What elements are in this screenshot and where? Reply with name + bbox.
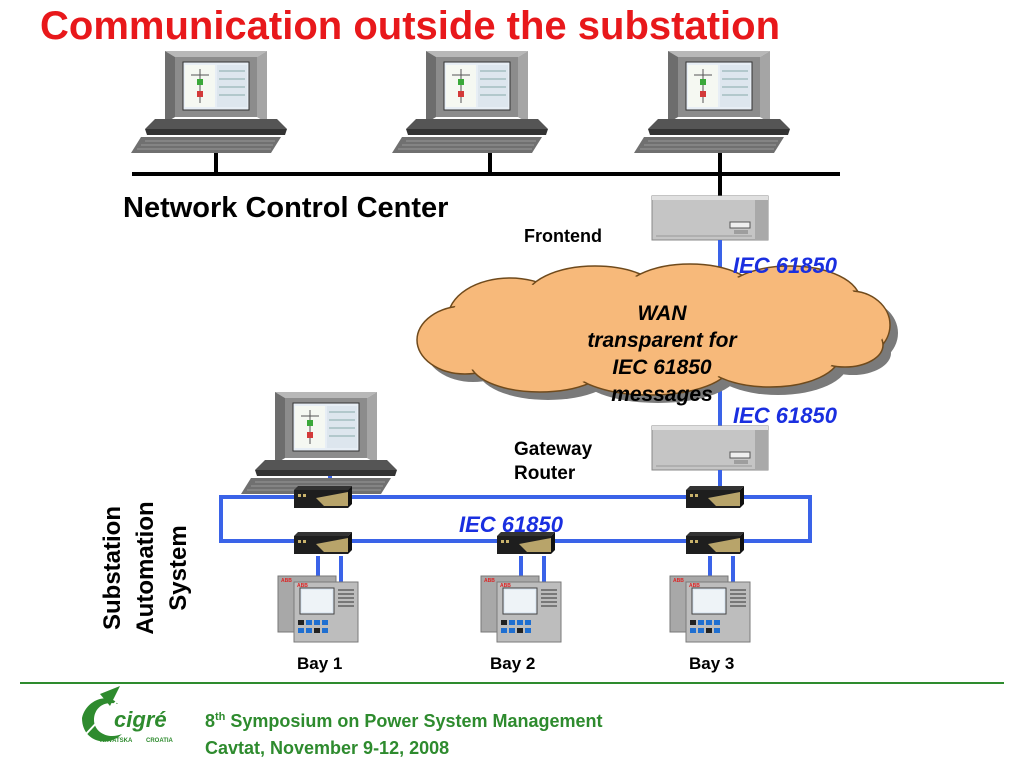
gateway-label-line-2: Router [514,463,576,484]
wan-line-2: transparent for [587,329,737,352]
wan-line-3: IEC 61850 [612,356,712,379]
footer-symposium: 8th Symposium on Power System Management [205,711,603,731]
sas-line-3: System [165,525,192,611]
cigre-logo: cigré HRVATSKA CROATIA [82,686,174,744]
sas-line-1: Substation [99,506,126,630]
network-switch [686,532,744,554]
network-control-center-label: Network Control Center [123,192,449,224]
substation-automation-system-label: Substation Automation System [96,488,200,648]
network-switch [294,532,352,554]
ncc-workstation-3 [633,50,791,154]
bay-3-label: Bay 3 [689,654,735,673]
gateway-label-line-1: Gateway [514,439,593,460]
wan-cloud-text: WAN transparent for IEC 61850 messages [562,300,762,408]
network-switch [294,486,352,508]
bay-2-label: Bay 2 [490,654,536,673]
frontend-device [651,195,769,241]
cigre-logo-sub-left: HRVATSKA [100,738,133,744]
iec-61850-label-top: IEC 61850 [733,253,837,278]
frontend-label: Frontend [524,226,602,246]
ncc-workstation-1 [130,50,288,154]
wan-line-4: messages [611,383,713,406]
sas-line-2: Automation [132,501,159,635]
gateway-router-label: Gateway Router [514,438,592,486]
station-hmi-workstation [240,391,398,495]
iec-61850-label-mid: IEC 61850 [733,403,837,428]
bay-3-ied [669,575,751,643]
wan-cloud [416,263,898,403]
ncc-workstation-2 [391,50,549,154]
bay-1-label: Bay 1 [297,654,343,673]
footer-divider [20,682,1004,684]
wan-line-1: WAN [637,302,687,325]
network-switch [686,486,744,508]
iec-61850-label-lan: IEC 61850 [459,512,563,537]
cigre-logo-sub-right: CROATIA [146,738,174,744]
bay-2-ied [480,575,562,643]
gateway-router-device [651,425,769,471]
footer-location-date: Cavtat, November 9-12, 2008 [205,738,450,758]
cigre-logo-text: cigré [114,707,167,732]
bay-1-ied [277,575,359,643]
page-title: Communication outside the substation [40,4,781,48]
